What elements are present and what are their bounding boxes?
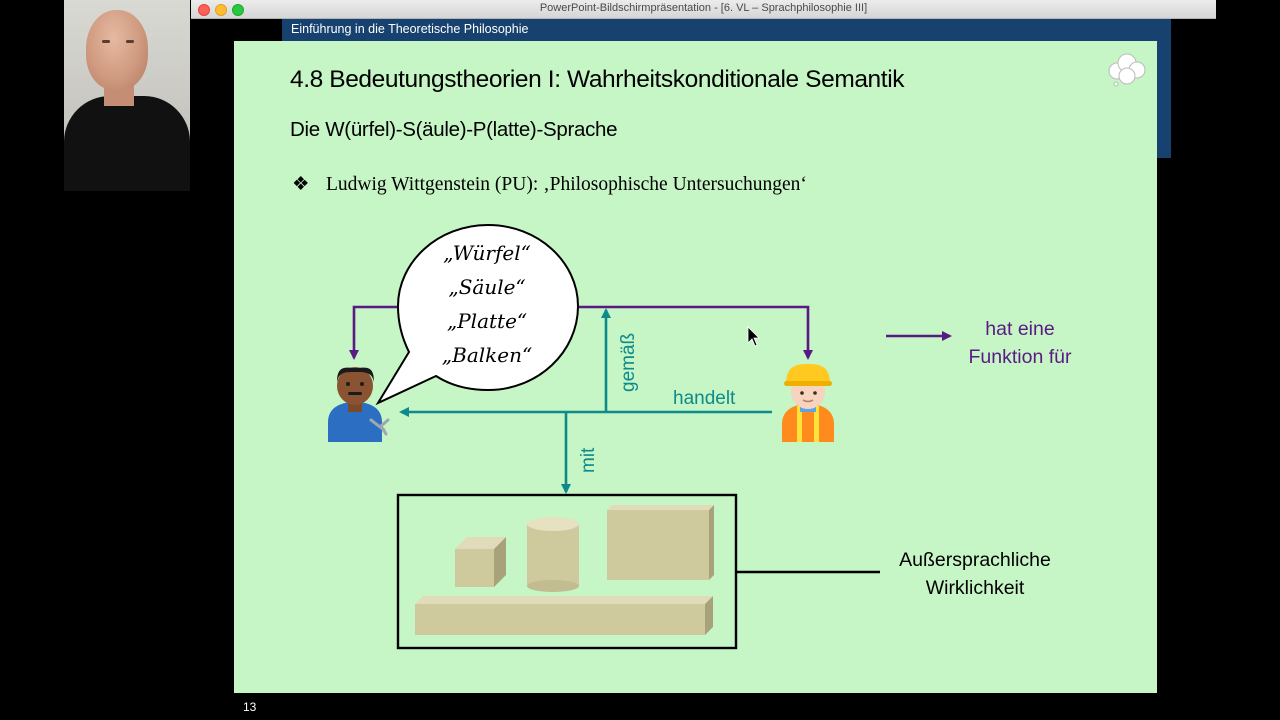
slide-header-bar: Einführung in die Theoretische Philosoph… — [282, 19, 1171, 41]
legend-line1: hat eine — [985, 318, 1055, 340]
reality-label: Außersprachliche Wirklichkeit — [860, 546, 1090, 602]
slide-canvas[interactable] — [234, 41, 1157, 693]
mechanic-emoji — [328, 367, 390, 442]
bubble-word-saeule: „Säule“ — [448, 275, 526, 299]
bullet-mark: ❖ — [292, 174, 310, 195]
mouse-cursor — [747, 326, 760, 347]
bubble-word-balken: „Balken“ — [441, 343, 533, 367]
minimize-button[interactable] — [215, 4, 227, 16]
speech-bubble — [375, 223, 580, 406]
label-mit: mit — [578, 447, 599, 473]
cube-block — [455, 537, 506, 587]
reality-line2: Wirklichkeit — [925, 577, 1025, 599]
reality-line1: Außersprachliche — [899, 549, 1051, 571]
zoom-button[interactable] — [232, 4, 244, 16]
bubble-word-wuerfel: „Würfel“ — [443, 241, 531, 265]
bullet-item: ❖ Ludwig Wittgenstein (PU): ‚Philosophisc… — [292, 172, 807, 196]
bubble-word-platte: „Platte“ — [446, 309, 528, 333]
label-gemaess: gemäß — [618, 332, 639, 392]
slab-block — [607, 505, 714, 580]
purple-arrows — [349, 305, 952, 360]
teal-arrows — [399, 308, 772, 494]
thought-cloud-icon — [1108, 53, 1146, 87]
slide-subtitle: Die W(ürfel)-S(äule)-P(latte)-Sprache — [290, 118, 618, 141]
bullet-text: Ludwig Wittgenstein (PU): ‚Philosophisch… — [326, 174, 807, 195]
label-handelt: handelt — [673, 388, 736, 409]
webcam-video — [64, 0, 190, 191]
reality-box — [396, 493, 880, 650]
legend-function: hat eine Funktion für — [940, 315, 1100, 371]
slide-header-text: Einführung in die Theoretische Philosoph… — [291, 22, 529, 36]
construction-worker-emoji — [782, 364, 834, 442]
slide-side-bar — [1157, 41, 1171, 158]
window-titlebar: PowerPoint-Bildschirmpräsentation - [6. … — [191, 0, 1216, 19]
beam-block — [415, 596, 713, 635]
legend-line2: Funktion für — [968, 346, 1072, 368]
bubble-word-list: „Würfel“ „Säule“ „Platte“ „Balken“ — [412, 236, 562, 372]
close-button[interactable] — [198, 4, 210, 16]
slide-title: 4.8 Bedeutungstheorien I: Wahrheitskondi… — [290, 66, 905, 93]
slide-number: 13 — [243, 700, 257, 714]
window-title: PowerPoint-Bildschirmpräsentation - [6. … — [539, 2, 868, 14]
column-block — [527, 517, 579, 592]
